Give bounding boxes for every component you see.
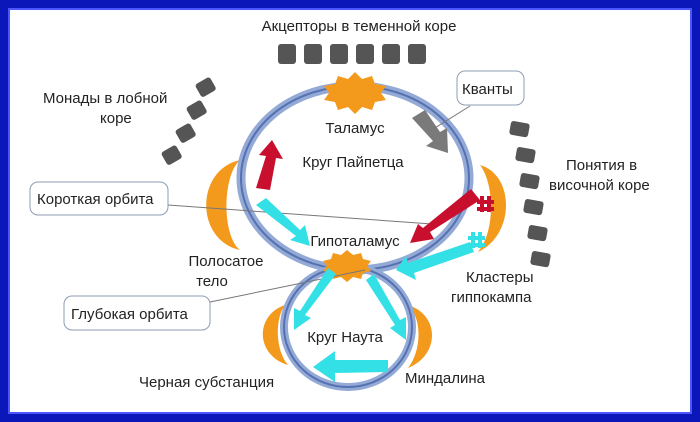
deep-orbit-pointer <box>209 269 366 303</box>
concepts-label-line1: Понятия в <box>566 157 637 174</box>
short-orbit-pointer <box>167 204 433 225</box>
nauta-circle-label: Круг Наута <box>307 329 383 346</box>
red-cluster-glyph <box>477 196 494 212</box>
quanta-arrow <box>412 110 448 153</box>
cyan-arrows <box>256 198 474 382</box>
striatum-label-line2: тело <box>196 273 228 290</box>
cyan-arrow-hypo-to-right <box>366 274 406 340</box>
clusters-label-line1: Кластеры <box>466 269 534 286</box>
deep-orbit-label: Глубокая орбита <box>71 306 189 323</box>
amygdala-label: Миндалина <box>405 370 486 387</box>
left-upper-crescent <box>206 160 240 250</box>
quanta-label: Кванты <box>462 81 513 98</box>
parietal-acceptors <box>278 44 426 64</box>
striatum-label-line1: Полосатое <box>189 253 264 270</box>
left-lower-crescent <box>262 305 288 365</box>
red-arrow-up <box>256 140 283 190</box>
short-orbit-callout <box>29 181 169 216</box>
deep-orbit-callout <box>63 295 211 331</box>
thalamus-label: Таламус <box>325 120 385 137</box>
quanta-pointer <box>429 105 471 132</box>
red-arrow-down-left <box>410 189 480 243</box>
concepts-label-line2: височной коре <box>549 177 650 194</box>
hypothalamus-label: Гипоталамус <box>310 233 400 250</box>
monads-label-line1: Монады в лобной <box>43 90 167 107</box>
clusters-label-line2: гиппокампа <box>451 289 532 306</box>
right-lower-crescent <box>408 305 432 368</box>
cyan-arrow-hippocampus-to-hypothalamus <box>396 242 474 280</box>
quanta-callout <box>456 70 525 106</box>
frontal-monads <box>161 77 216 165</box>
cyan-arrow-short-orbit <box>256 198 310 246</box>
papez-circle-label: Круг Пайпетца <box>302 154 404 171</box>
cyan-arrow-hypo-to-left <box>294 268 336 330</box>
short-orbit-label: Короткая орбита <box>37 191 154 208</box>
acceptors-label: Акцепторы в теменной коре <box>262 18 457 35</box>
cyan-cluster-glyph <box>468 232 485 248</box>
substantia-nigra-label: Черная субстанция <box>139 374 274 391</box>
monads-label-line2: коре <box>100 110 132 127</box>
cyan-arrow-bottom <box>313 351 388 382</box>
thalamus-starburst <box>324 72 386 114</box>
temporal-concepts <box>509 121 551 268</box>
